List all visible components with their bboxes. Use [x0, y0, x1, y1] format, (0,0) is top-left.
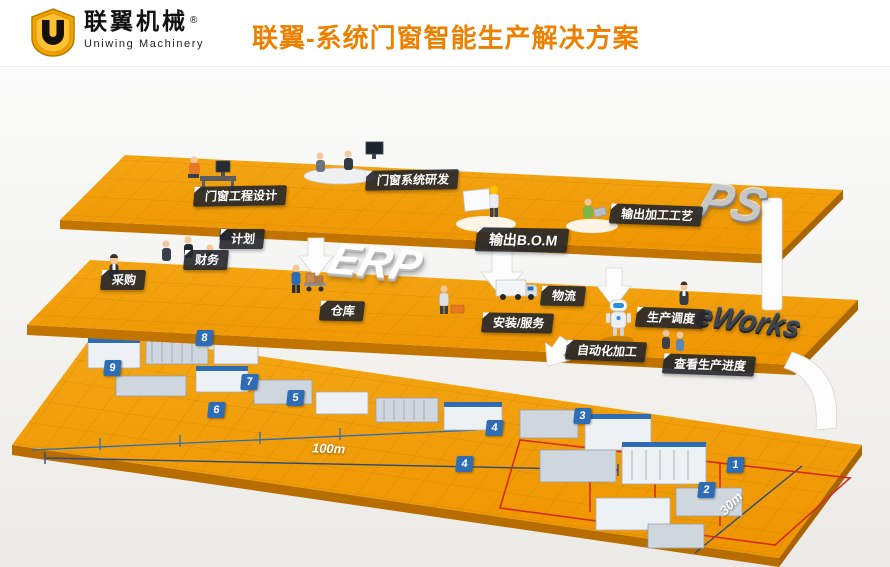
label-logistics: 物流 [539, 285, 587, 307]
down-arrow-design-to-erp [298, 237, 334, 279]
floor-length-dimension: 100m [311, 440, 346, 457]
label-finance: 财务 [182, 250, 230, 270]
erp-layer-title: ERP [322, 234, 428, 291]
dispatcher-figure [679, 281, 689, 305]
label-production-dispatch: 生产调度 [634, 306, 706, 330]
label-window-engineering-design: 门窗工程设计 [193, 185, 287, 207]
page-title: 联翼-系统门窗智能生产解决方案 [252, 23, 640, 53]
label-warehouse: 仓库 [318, 300, 366, 322]
station-badge-8: 8 [195, 330, 214, 346]
down-arrow-process-to-erp [596, 267, 632, 309]
ribbon-to-floor [783, 351, 838, 431]
station-badge-7: 7 [240, 374, 259, 390]
label-view-production-progress: 查看生产进度 [661, 353, 757, 377]
laptop-engineer-figure [566, 198, 618, 233]
label-install-service: 安装/服务 [480, 312, 555, 334]
machine-cluster-center [315, 391, 503, 431]
station-badge-1: 1 [726, 457, 745, 473]
label-automated-processing: 自动化加工 [564, 339, 648, 363]
uniwing-logo-icon [28, 8, 78, 58]
header: 联翼机械® Uniwing Machinery 联翼-系统门窗智能生产解决方案 [0, 0, 890, 67]
station-badge-9: 9 [103, 360, 122, 376]
station-badge-2: 2 [697, 482, 716, 498]
station-badge-6: 6 [207, 402, 226, 418]
label-window-system-rd: 门窗系统研发 [365, 169, 459, 191]
registered-mark: ® [190, 14, 198, 26]
brand-name-en: Uniwing Machinery [84, 37, 205, 50]
progress-viewers-figures [662, 329, 684, 351]
brand-name-cn: 联翼机械 [84, 8, 188, 34]
logistics-truck [495, 279, 538, 300]
brand-block: 联翼机械® Uniwing Machinery [84, 8, 204, 50]
station-badge-5: 5 [286, 390, 305, 406]
warehouse-worker-figure [291, 264, 326, 293]
floor-dimension-lines [44, 452, 803, 554]
label-planning: 计划 [218, 229, 266, 249]
installer-figure [439, 285, 465, 314]
station-badge-3: 3 [573, 408, 592, 424]
pillar-right [761, 197, 783, 311]
label-output-process: 输出加工工艺 [608, 203, 704, 227]
label-output-bom: 输出B.O.M [474, 227, 570, 253]
meeting-figures [303, 141, 384, 185]
label-purchasing: 采购 [99, 270, 147, 290]
station-badge-4a: 4 [485, 420, 504, 436]
station-badge-4b: 4 [455, 456, 474, 472]
